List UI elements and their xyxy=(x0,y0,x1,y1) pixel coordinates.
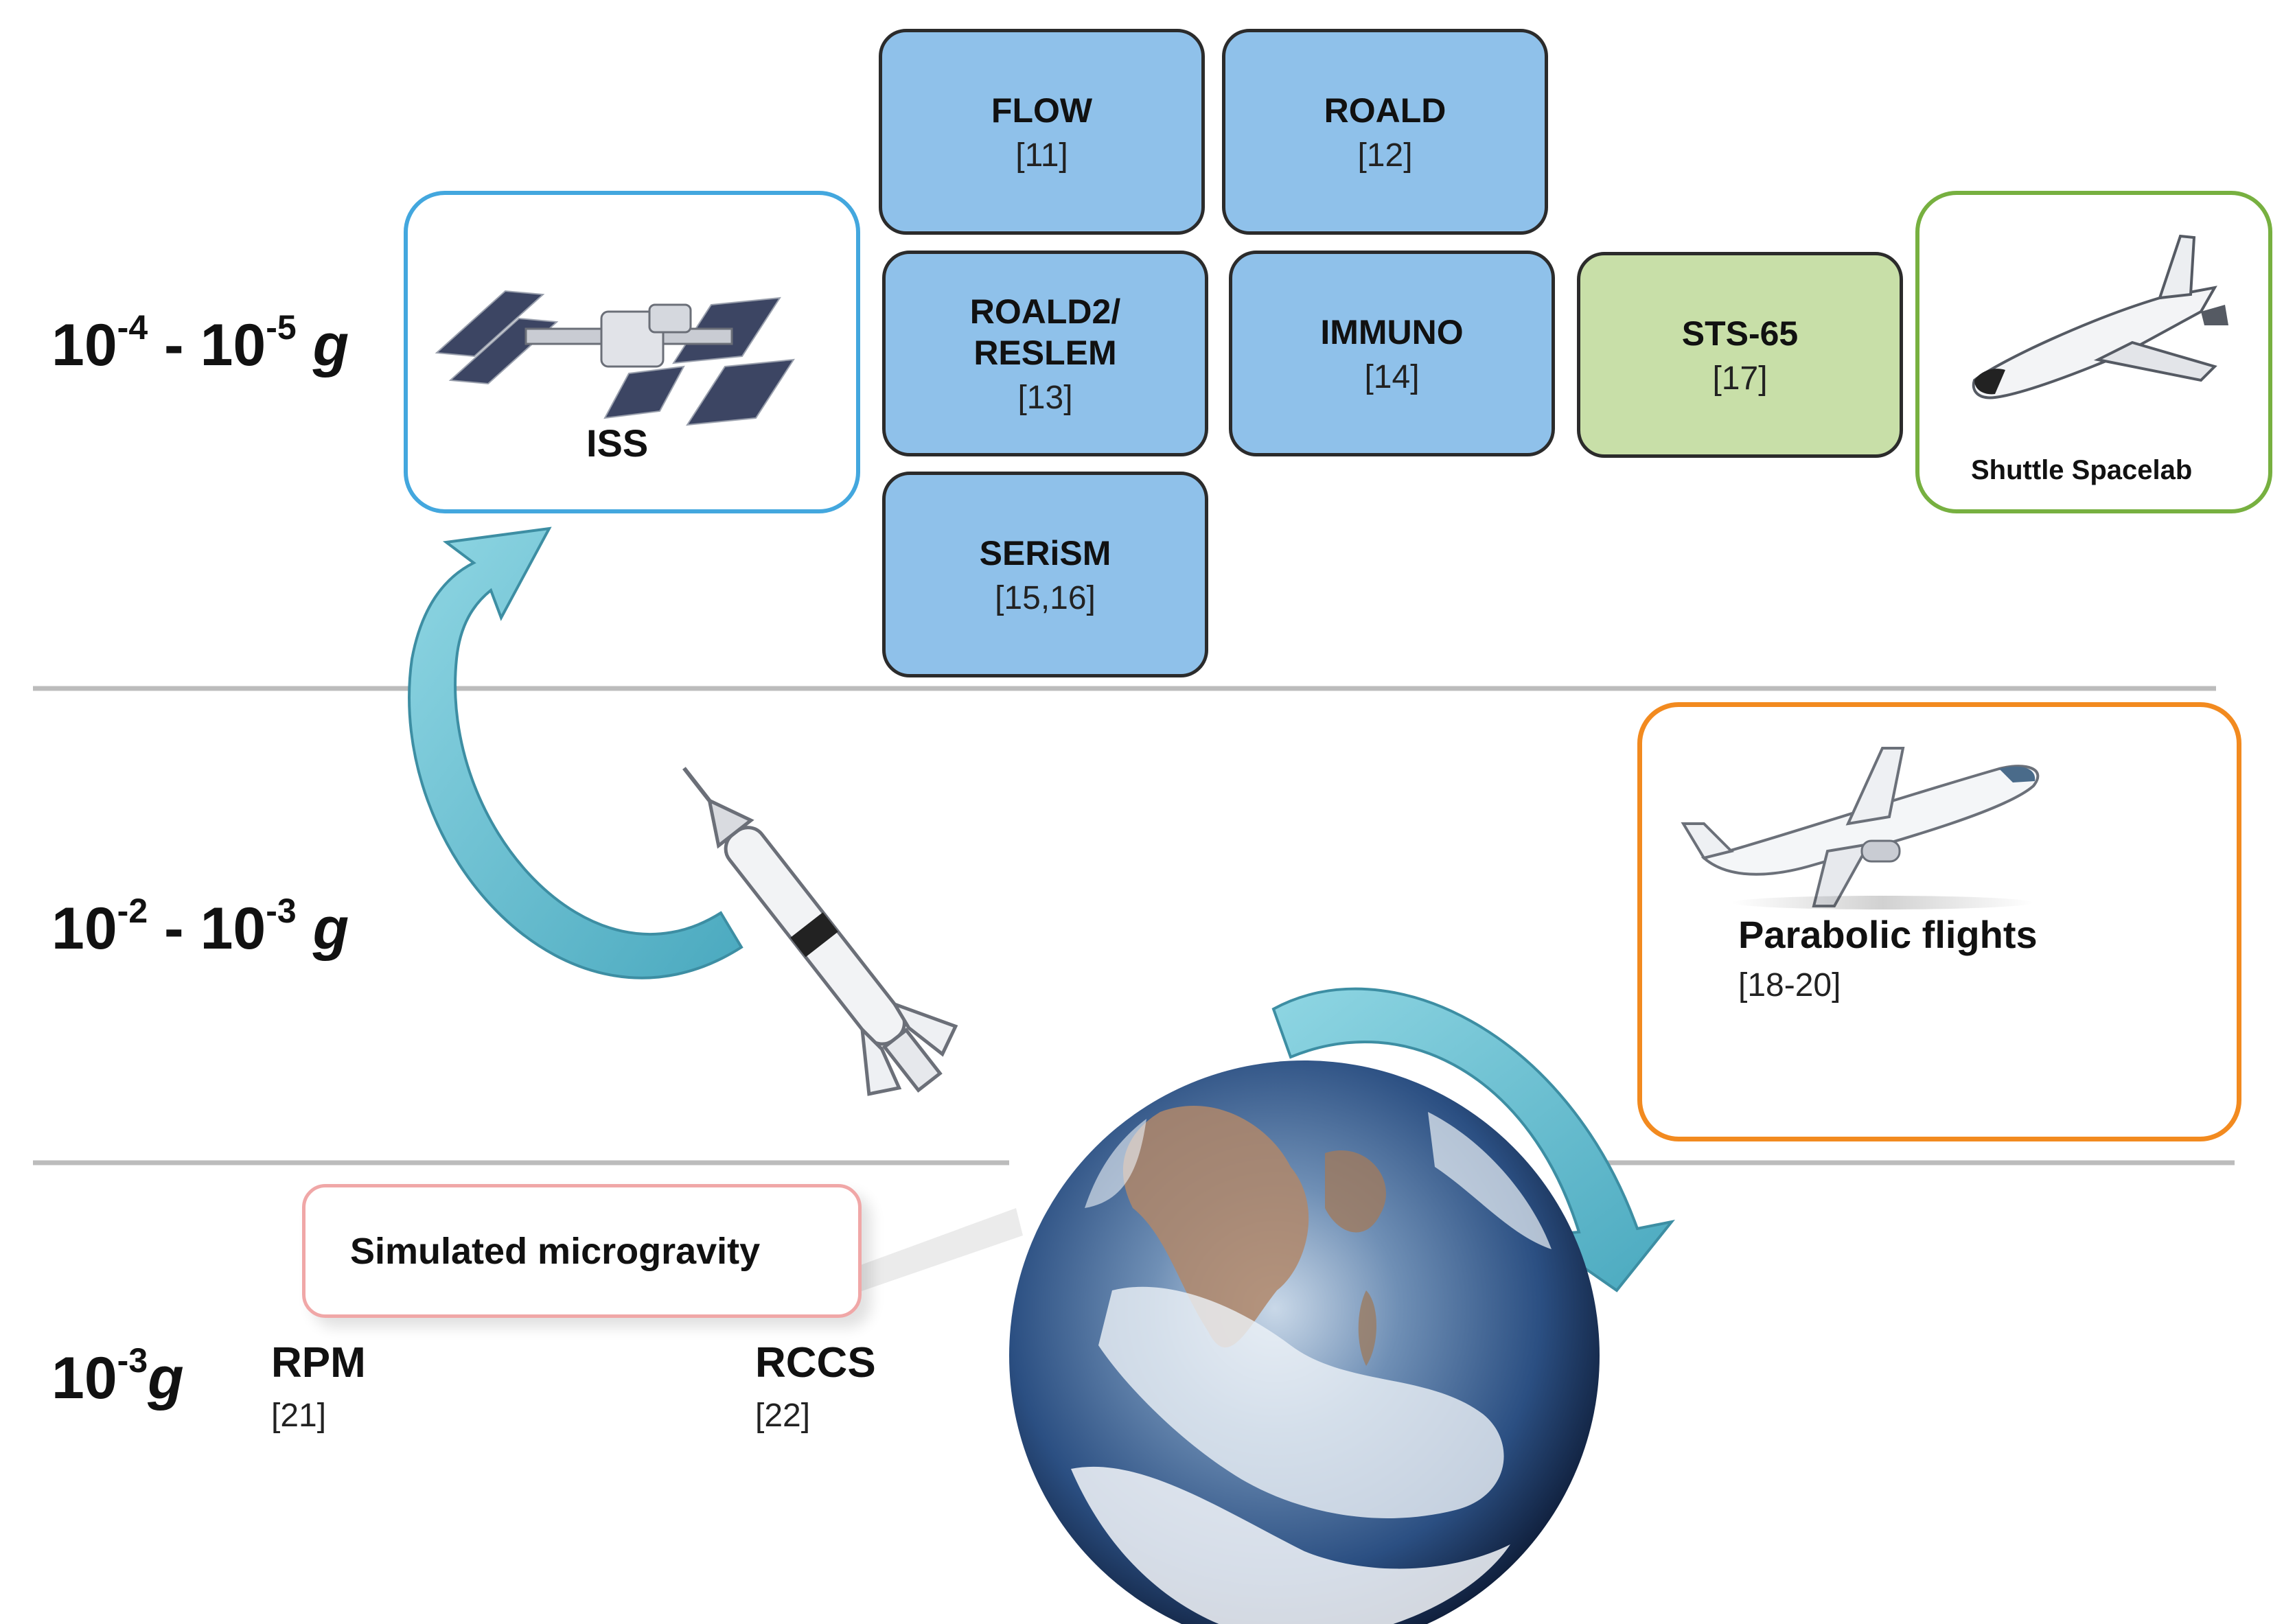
rocket-icon xyxy=(682,767,958,1096)
earth-icon xyxy=(1009,1060,1600,1624)
simulated-label: Simulated microgravity xyxy=(350,1231,761,1272)
parabolic-platform-box: Parabolic flights [18-20] xyxy=(1637,702,2241,1141)
experiment-flow: FLOW [11] xyxy=(879,29,1205,235)
shuttle-label: Shuttle Spacelab xyxy=(1971,455,2193,485)
parabolic-ref: [18-20] xyxy=(1738,967,1841,1004)
experiment-ref: [15,16] xyxy=(995,579,1096,616)
iss-icon xyxy=(435,290,795,426)
airplane-icon xyxy=(1681,747,2040,909)
experiment-serism: SERiSM [15,16] xyxy=(882,472,1208,677)
iss-platform-box: ISS xyxy=(404,191,860,513)
experiment-name: ROALD xyxy=(1324,91,1446,130)
experiment-ref: [13] xyxy=(1017,379,1073,416)
sim-shadow-connector xyxy=(810,1208,1023,1304)
experiment-name: ROALD2/ RESLEM xyxy=(969,292,1121,372)
rccs-label: RCCS xyxy=(755,1339,876,1387)
experiment-sts65: STS-65 [17] xyxy=(1577,252,1903,458)
experiment-name: FLOW xyxy=(991,91,1093,130)
experiment-name: STS-65 xyxy=(1681,314,1799,353)
experiment-roald2-reslem: ROALD2/ RESLEM [13] xyxy=(882,251,1208,456)
experiment-ref: [17] xyxy=(1712,360,1768,397)
experiment-immuno: IMMUNO [14] xyxy=(1229,251,1555,456)
rccs-ref: [22] xyxy=(755,1397,811,1434)
rpm-label: RPM xyxy=(271,1339,366,1387)
parabolic-label: Parabolic flights xyxy=(1738,913,2038,956)
experiment-name: SERiSM xyxy=(979,533,1111,572)
simulated-microgravity-box: Simulated microgravity xyxy=(302,1184,862,1318)
curved-arrow-icon xyxy=(408,526,743,979)
experiment-roald: ROALD [12] xyxy=(1222,29,1548,235)
experiment-ref: [14] xyxy=(1364,358,1420,395)
g-level-label-middle: 10-2 - 10-3 g xyxy=(51,892,349,962)
rpm-ref: [21] xyxy=(271,1397,327,1434)
experiment-ref: [12] xyxy=(1357,137,1413,174)
g-level-label-top: 10-4 - 10-5 g xyxy=(51,308,349,378)
shuttle-platform-box: Shuttle Spacelab xyxy=(1915,191,2272,513)
iss-label: ISS xyxy=(586,421,649,465)
curved-arrow-icon xyxy=(1271,987,1675,1292)
experiment-name: IMMUNO xyxy=(1320,312,1464,351)
g-level-label-bottom: 10-3g xyxy=(51,1341,184,1411)
experiment-ref: [11] xyxy=(1015,137,1068,174)
shuttle-icon xyxy=(1972,234,2228,399)
